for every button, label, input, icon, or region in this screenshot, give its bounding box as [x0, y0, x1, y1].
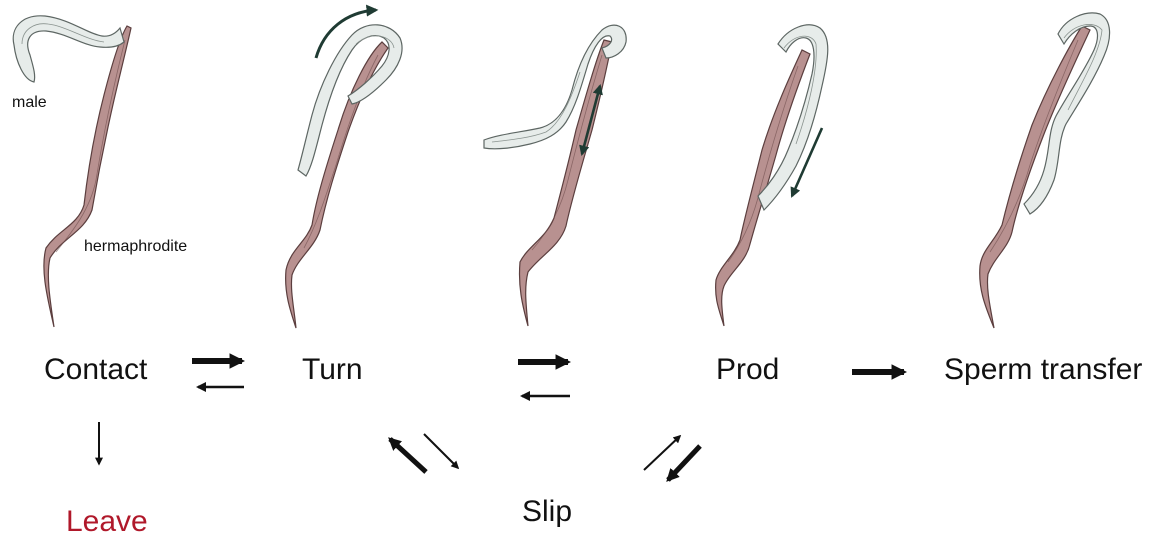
male-worm — [13, 16, 124, 82]
arrow-turn-to-slip — [424, 434, 458, 468]
hermaphrodite-worm — [980, 26, 1090, 328]
male-label: male — [12, 94, 47, 112]
arrow-prod-to-slip — [668, 446, 700, 480]
hermaphrodite-worm — [44, 26, 131, 327]
stage-leave-label: Leave — [66, 505, 148, 539]
arrow-slip-to-turn — [390, 439, 426, 472]
stage-sperm-transfer-label: Sperm transfer — [944, 353, 1142, 387]
stage-turn-label: Turn — [302, 353, 363, 387]
hermaphrodite-worm — [519, 40, 612, 326]
worm-pair-turn — [286, 10, 402, 328]
worm-pair-contact — [13, 16, 131, 327]
stage-contact-label: Contact — [44, 353, 147, 387]
worm-pair-slip — [484, 25, 626, 326]
worm-pair-prod — [716, 25, 828, 326]
arrow-slip-to-prod — [644, 436, 680, 470]
worm-pair-sperm-transfer — [980, 13, 1110, 328]
hermaphrodite-label: hermaphrodite — [84, 238, 187, 256]
stage-slip-label: Slip — [522, 495, 572, 529]
stage-prod-label: Prod — [716, 353, 779, 387]
